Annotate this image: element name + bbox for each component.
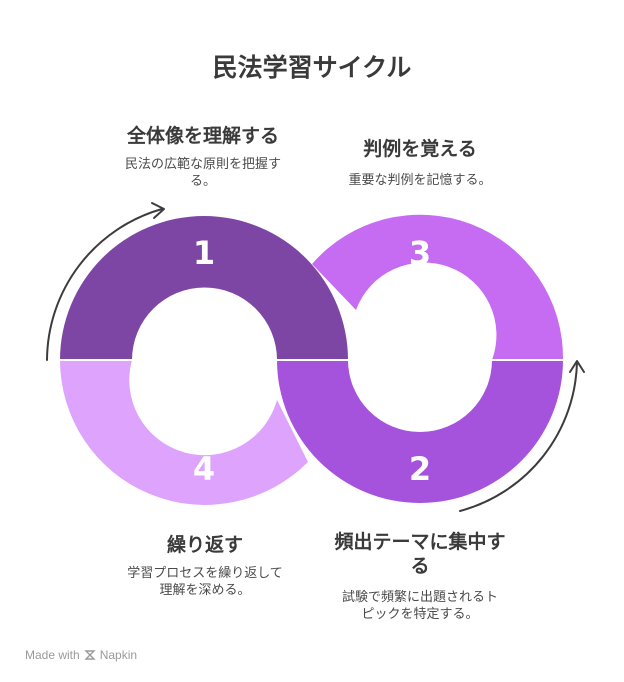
made-with-label: Made with — [25, 648, 80, 662]
stage-3-description: 重要な判例を記憶する。 — [348, 173, 492, 188]
napkin-credit[interactable]: Made with Napkin — [25, 648, 137, 662]
cycle-arrow-right — [459, 361, 578, 512]
cycle-arrow-left — [46, 208, 163, 361]
segment-3[interactable] — [312, 214, 564, 360]
segment-4[interactable] — [60, 360, 308, 505]
stage-4-title: 繰り返す — [166, 534, 243, 556]
stage-1-description: 民法の広範な原則を把握す る。 — [124, 157, 281, 189]
diagram-title: 民法学習サイクル — [212, 53, 412, 82]
stage-number-1: 1 — [193, 234, 215, 272]
cycle-arrow-left-head — [151, 202, 165, 219]
napkin-logo-icon — [84, 650, 96, 660]
napkin-brand: Napkin — [99, 648, 138, 662]
stage-2-title: 頻出テーマに集中す る — [334, 531, 506, 577]
cycle-arrow-right-head — [569, 360, 585, 373]
stage-4-description: 学習プロセスを繰り返して 理解を深める。 — [127, 566, 283, 598]
stage-number-2: 2 — [409, 450, 431, 488]
segment-1[interactable] — [60, 216, 348, 360]
stage-1-title: 全体像を理解する — [126, 125, 279, 147]
stage-2-description: 試験で頻繁に出題されるト ピックを特定する。 — [341, 590, 498, 622]
stage-3-title: 判例を覚える — [363, 138, 477, 160]
segment-2[interactable] — [277, 360, 563, 503]
stage-number-3: 3 — [409, 234, 431, 272]
stage-number-4: 4 — [193, 450, 215, 488]
